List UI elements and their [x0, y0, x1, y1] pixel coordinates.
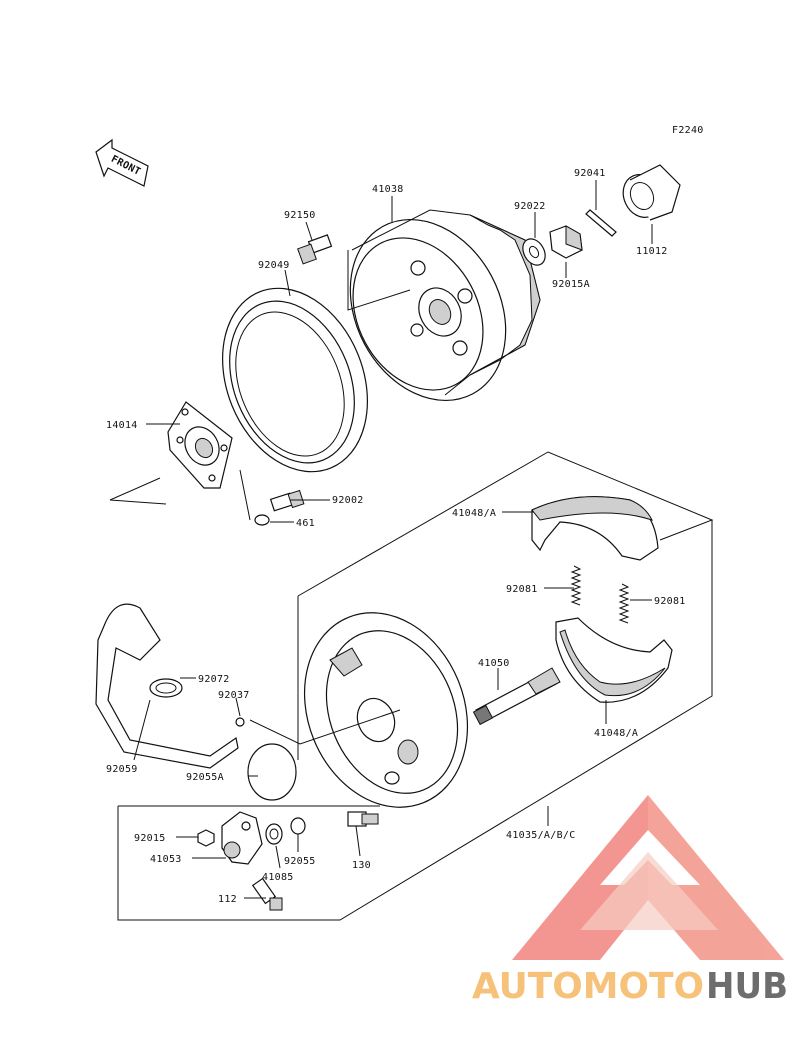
dust-cap-11012 [622, 164, 681, 221]
label-92002: 92002 [332, 495, 364, 506]
nut-92015a [549, 225, 583, 259]
clamp-92072 [149, 678, 183, 698]
o-ring-92055 [290, 817, 306, 835]
label-461: 461 [296, 518, 315, 529]
bolt-92002 [269, 489, 305, 512]
label-41048a-bottom: 41048/A [594, 728, 638, 739]
bolt-130 [347, 811, 379, 827]
leader-lines [109, 180, 714, 921]
seal-ring [222, 287, 368, 473]
washer-92022 [522, 238, 546, 266]
label-41038: 41038 [372, 184, 404, 195]
watermark-part2: HUB [706, 966, 788, 1007]
clip-92037 [235, 717, 245, 727]
watermark-wordmark: AUTOMOTO HUB [472, 966, 788, 1007]
flange-14014 [167, 401, 233, 489]
front-arrow: FRONT [95, 138, 149, 187]
label-41085: 41085 [262, 872, 294, 883]
label-11012: 11012 [636, 246, 668, 257]
label-92041: 92041 [574, 168, 606, 179]
label-92081-left: 92081 [506, 584, 538, 595]
label-41048a-top: 41048/A [452, 508, 496, 519]
bolt-112 [251, 877, 283, 911]
label-92055: 92055 [284, 856, 316, 867]
label-41050: 41050 [478, 658, 510, 669]
spring-92081-left [570, 565, 582, 606]
label-92015a: 92015A [552, 279, 590, 290]
label-92015: 92015 [134, 833, 166, 844]
label-92059: 92059 [106, 764, 138, 775]
hose-92059 [95, 603, 239, 769]
part-labels: 41038 92150 92049 92022 92041 92015A 110… [106, 168, 686, 905]
spring-92081-right [618, 583, 630, 624]
brake-panel-41035 [303, 612, 469, 808]
label-92049: 92049 [258, 260, 290, 271]
washer-461 [254, 514, 270, 526]
label-92081-right: 92081 [654, 596, 686, 607]
watermark-logo [512, 795, 784, 960]
brake-shoe-lower [555, 617, 673, 703]
brake-shoe-upper [531, 496, 659, 561]
cotter-pin-92041 [585, 209, 617, 237]
nut-92015 [197, 829, 215, 847]
figure-code: F2240 [672, 125, 704, 136]
label-92055a: 92055A [186, 772, 224, 783]
label-92022: 92022 [514, 201, 546, 212]
label-130: 130 [352, 860, 371, 871]
o-ring-92055a [247, 743, 297, 801]
label-92037: 92037 [218, 690, 250, 701]
label-41035: 41035/A/B/C [506, 830, 576, 841]
camshaft-41050 [472, 667, 561, 726]
label-92150: 92150 [284, 210, 316, 221]
lever-41053 [221, 811, 263, 865]
label-41053: 41053 [150, 854, 182, 865]
label-112: 112 [218, 894, 237, 905]
label-92072: 92072 [198, 674, 230, 685]
label-14014: 14014 [106, 420, 138, 431]
indicator-41085 [265, 823, 283, 845]
brake-drum [349, 209, 541, 402]
bolt-92150 [297, 234, 333, 265]
watermark-part1: AUTOMOTO [472, 966, 704, 1007]
